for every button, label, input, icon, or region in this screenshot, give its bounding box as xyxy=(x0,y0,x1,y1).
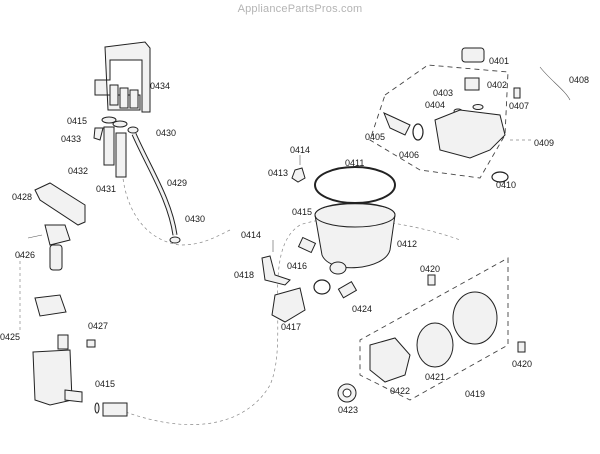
label-0417[interactable]: 0417 xyxy=(281,322,302,332)
part-0406-ring xyxy=(412,123,424,141)
watermark: AppliancePartsPros.com xyxy=(237,3,363,15)
part-0425-bracket xyxy=(34,294,67,317)
part-0428-cover xyxy=(34,182,86,226)
label-0430[interactable]: 0430 xyxy=(185,214,206,224)
label-0420[interactable]: 0420 xyxy=(420,264,441,274)
label-0423[interactable]: 0423 xyxy=(338,405,359,415)
label-0407[interactable]: 0407 xyxy=(509,101,530,111)
label-0425[interactable]: 0425 xyxy=(0,332,21,342)
label-0415[interactable]: 0415 xyxy=(67,116,88,126)
part-0434-tube xyxy=(119,87,129,109)
label-0409[interactable]: 0409 xyxy=(534,138,555,148)
part-0419-motor xyxy=(452,291,498,345)
label-0416[interactable]: 0416 xyxy=(287,261,308,271)
label-0431[interactable]: 0431 xyxy=(96,184,117,194)
part-0430-ring xyxy=(169,236,181,244)
part-0402 xyxy=(464,77,480,91)
label-0434[interactable]: 0434 xyxy=(150,81,171,91)
part-0413 xyxy=(291,167,306,183)
part-0425-housing xyxy=(32,349,73,406)
part-0427 xyxy=(86,339,96,348)
part-0425-cap xyxy=(57,334,69,350)
label-0404[interactable]: 0404 xyxy=(425,100,446,110)
part-0401 xyxy=(461,47,485,63)
part-0411-seal xyxy=(314,166,396,204)
label-0419[interactable]: 0419 xyxy=(465,389,486,399)
part-0415-ring xyxy=(112,120,128,128)
part-0403-ring xyxy=(472,104,484,110)
part-0416-ring xyxy=(313,279,331,295)
label-0430[interactable]: 0430 xyxy=(156,128,177,138)
label-0429[interactable]: 0429 xyxy=(167,178,188,188)
label-0421[interactable]: 0421 xyxy=(425,372,446,382)
part-0426-cylinder xyxy=(49,244,63,271)
part-0412-sump xyxy=(314,203,396,269)
label-0422[interactable]: 0422 xyxy=(390,386,411,396)
part-0424-hose xyxy=(337,280,358,299)
part-0434-tube xyxy=(109,84,119,106)
label-0418[interactable]: 0418 xyxy=(234,270,255,280)
label-0406[interactable]: 0406 xyxy=(399,150,420,160)
label-0401[interactable]: 0401 xyxy=(489,56,510,66)
part-0431-hose xyxy=(115,132,127,178)
label-0427[interactable]: 0427 xyxy=(88,321,109,331)
part-0434-bracket xyxy=(94,41,151,113)
label-0413[interactable]: 0413 xyxy=(268,168,289,178)
part-0420-clip xyxy=(427,274,436,286)
part-0415-ring xyxy=(94,402,100,414)
part-0412-port xyxy=(329,261,347,275)
label-0403[interactable]: 0403 xyxy=(433,88,454,98)
part-0409-heater xyxy=(434,109,506,159)
group-outline-0409 xyxy=(369,64,509,179)
label-0432[interactable]: 0432 xyxy=(68,166,89,176)
part-0410-clamp xyxy=(491,171,509,183)
part-0430-ring xyxy=(127,126,139,134)
part-0420-clip xyxy=(517,341,526,353)
part-0415-ring xyxy=(101,116,117,124)
label-0428[interactable]: 0428 xyxy=(12,192,33,202)
label-0433[interactable]: 0433 xyxy=(61,134,82,144)
hose-connector-path xyxy=(121,154,231,246)
label-0414[interactable]: 0414 xyxy=(290,145,311,155)
label-0411[interactable]: 0411 xyxy=(345,158,365,168)
part-0407 xyxy=(513,87,521,99)
part-0405-sensor xyxy=(383,112,411,136)
part-0415-hose xyxy=(102,402,128,417)
part-0433-clip xyxy=(93,127,104,141)
part-0417-pump xyxy=(271,287,306,323)
part-0421-impeller xyxy=(416,322,454,368)
part-0432-hose xyxy=(103,126,115,166)
label-0405[interactable]: 0405 xyxy=(365,132,386,142)
part-0415-hose-mid xyxy=(297,236,317,254)
label-0412[interactable]: 0412 xyxy=(397,239,418,249)
part-0422-housing xyxy=(369,337,411,383)
label-0424[interactable]: 0424 xyxy=(352,304,373,314)
part-0418-bracket xyxy=(261,255,291,286)
part-0408-wire xyxy=(539,66,571,101)
label-0420[interactable]: 0420 xyxy=(512,359,533,369)
label-0415[interactable]: 0415 xyxy=(95,379,116,389)
part-0426-valve xyxy=(44,224,71,246)
label-0402[interactable]: 0402 xyxy=(487,80,508,90)
label-0426[interactable]: 0426 xyxy=(15,250,36,260)
group-outline-0419 xyxy=(359,257,509,401)
part-0434-tube xyxy=(129,89,139,109)
label-0408[interactable]: 0408 xyxy=(569,75,590,85)
label-0414[interactable]: 0414 xyxy=(241,230,262,240)
label-0410[interactable]: 0410 xyxy=(496,180,517,190)
part-0425-outlet xyxy=(64,389,83,403)
label-0415[interactable]: 0415 xyxy=(292,207,313,217)
